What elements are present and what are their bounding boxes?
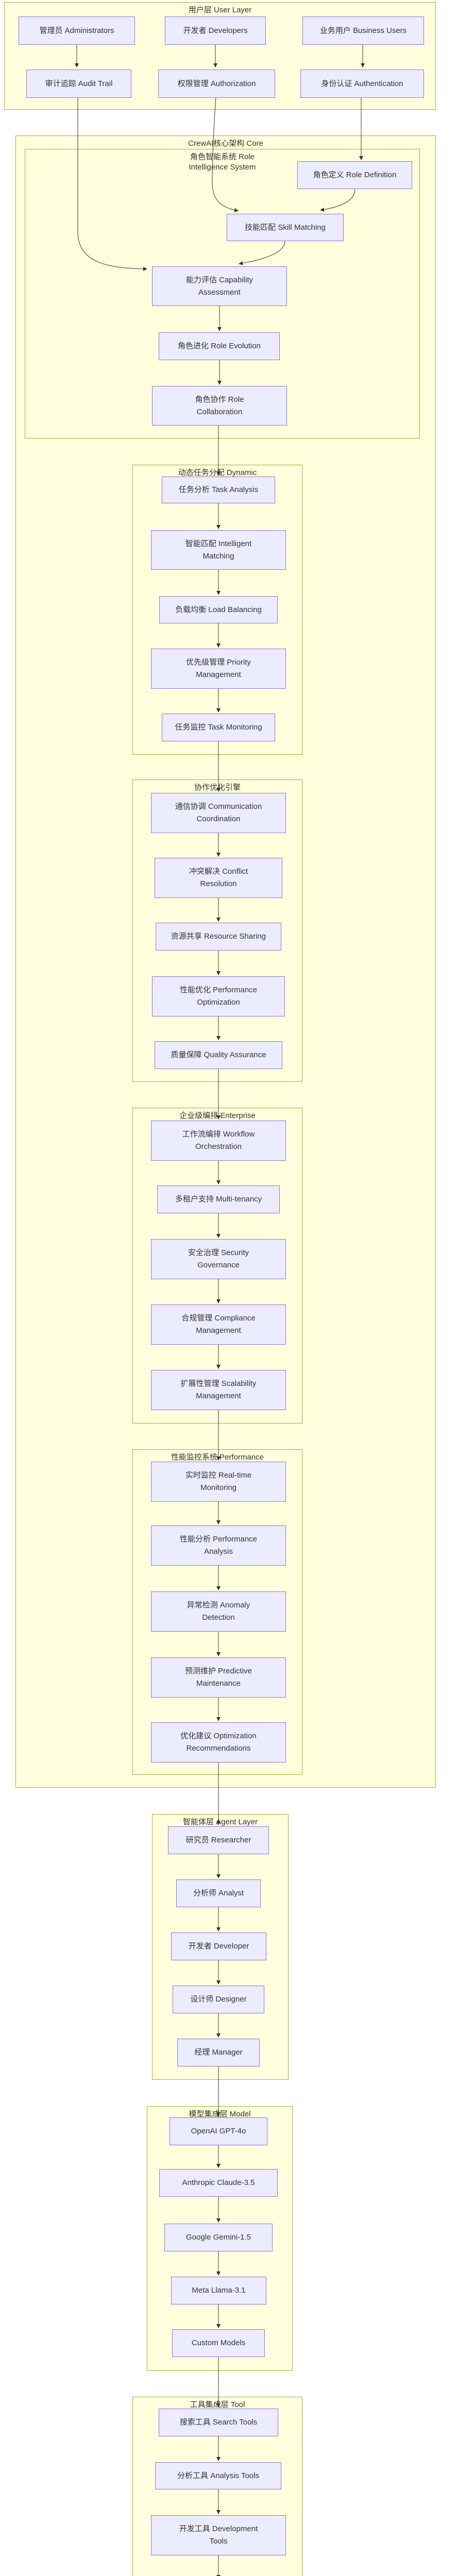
node-authentication: 身份认证 Authentication (300, 70, 424, 98)
node-resource-sharing: 资源共享 Resource Sharing (156, 923, 281, 951)
node-developers-user: 开发者 Developers (165, 16, 266, 45)
subgraph-performance-title: 性能监控系统 Performance (171, 1453, 264, 1462)
node-meta-llama: Meta Llama-3.1 (171, 2277, 266, 2304)
node-anthropic-claude: Anthropic Claude-3.5 (159, 2169, 278, 2197)
node-task-analysis: 任务分析 Task Analysis (162, 477, 275, 503)
node-analyst: 分析师 Analyst (176, 1879, 261, 1907)
subgraph-enterprise-title: 企业级编排 Enterprise (179, 1111, 256, 1120)
node-search-tools: 搜索工具 Search Tools (159, 2409, 278, 2436)
node-business-users: 业务用户 Business Users (302, 16, 424, 45)
node-openai-gpt4o: OpenAI GPT-4o (170, 2117, 267, 2145)
node-analysis-tools: 分析工具 Analysis Tools (155, 2462, 281, 2489)
node-communication-coordination: 通信协调 Communication Coordination (151, 793, 286, 833)
subgraph-collab-engine-title: 协作优化引擎 (194, 783, 241, 792)
node-multi-tenancy: 多租户支持 Multi-tenancy (157, 1185, 280, 1213)
node-task-monitoring: 任务监控 Task Monitoring (162, 714, 275, 741)
node-load-balancing: 负载均衡 Load Balancing (159, 596, 278, 623)
node-role-definition: 角色定义 Role Definition (297, 161, 412, 189)
subgraph-user-layer-title: 用户层 User Layer (188, 6, 252, 14)
subgraph-core-title: CrewAI核心架构 Core (188, 139, 263, 148)
node-anomaly-detection: 异常检测 Anomaly Detection (151, 1591, 286, 1632)
node-manager: 经理 Manager (177, 2039, 260, 2066)
subgraph-agent-layer-title: 智能体层 Agent Layer (182, 1818, 258, 1826)
node-priority-management: 优先级管理 Priority Management (151, 649, 286, 689)
node-capability-assessment: 能力评估 Capability Assessment (152, 266, 287, 306)
node-security-governance: 安全治理 Security Governance (151, 1239, 286, 1279)
node-conflict-resolution: 冲突解决 Conflict Resolution (155, 858, 282, 898)
node-realtime-monitoring: 实时监控 Real-time Monitoring (151, 1462, 286, 1502)
node-development-tools: 开发工具 Development Tools (151, 2515, 286, 2555)
node-role-collaboration: 角色协作 Role Collaboration (152, 386, 287, 426)
node-quality-assurance: 质量保障 Quality Assurance (155, 1041, 282, 1069)
node-designer: 设计师 Designer (173, 1986, 264, 2013)
node-optimization-recommendations: 优化建议 Optimization Recommendations (151, 1722, 286, 1762)
node-performance-analysis: 性能分析 Performance Analysis (151, 1526, 286, 1566)
node-role-evolution: 角色进化 Role Evolution (159, 332, 280, 360)
node-developer-agent: 开发者 Developer (171, 1933, 266, 1960)
subgraph-role-intelligence-title: 角色智能系统 Role Intelligence System (189, 152, 256, 172)
node-scalability-management: 扩展性管理 Scalability Management (151, 1370, 286, 1410)
node-custom-models: Custom Models (172, 2329, 265, 2357)
node-researcher: 研究员 Researcher (168, 1826, 269, 1854)
node-google-gemini: Google Gemini-1.5 (164, 2224, 273, 2251)
node-administrators: 管理员 Administrators (19, 16, 135, 45)
node-workflow-orchestration: 工作流编排 Workflow Orchestration (151, 1121, 286, 1161)
node-performance-optimization: 性能优化 Performance Optimization (152, 976, 285, 1016)
node-intelligent-matching: 智能匹配 Intelligent Matching (151, 530, 286, 570)
subgraph-dynamic-task-title: 动态任务分配 Dynamic (178, 468, 257, 477)
node-audit-trail: 审计追踪 Audit Trail (26, 70, 131, 98)
node-authorization: 权限管理 Authorization (158, 70, 275, 98)
node-skill-matching: 技能匹配 Skill Matching (227, 214, 344, 241)
node-compliance-management: 合规管理 Compliance Management (151, 1304, 286, 1345)
node-predictive-maintenance: 预测维护 Predictive Maintenance (151, 1657, 286, 1698)
